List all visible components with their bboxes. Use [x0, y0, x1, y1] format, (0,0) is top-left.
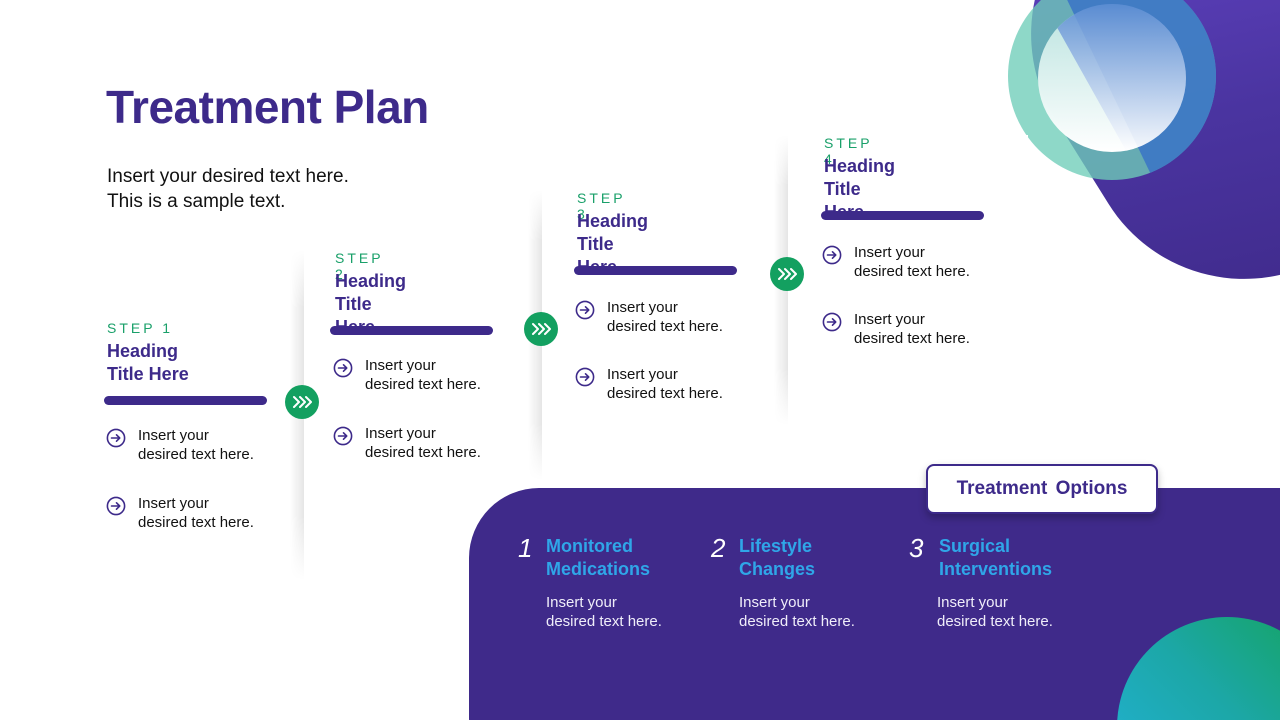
bullet-text: Insert your desired text here. — [607, 365, 723, 403]
bullet-line: desired text here. — [607, 318, 723, 335]
bullet-text: Insert your desired text here. — [138, 426, 254, 464]
bullet-line: desired text here. — [854, 263, 970, 280]
step-label: STEP 3 — [577, 190, 626, 222]
arrow-circle-right-icon — [333, 358, 353, 378]
option-desc-line: Insert your — [546, 594, 617, 611]
step-heading-line: Heading — [335, 271, 407, 291]
bullet-line: Insert your — [607, 299, 678, 316]
option-number: 1 — [518, 533, 533, 563]
bullet-text: Insert your desired text here. — [607, 298, 723, 336]
option-title-line: Monitored — [546, 536, 633, 556]
step-heading-line: Heading — [107, 341, 179, 361]
treatment-options-panel — [469, 488, 1280, 720]
step-heading-line: Heading — [577, 211, 649, 231]
step-bullet: Insert your desired text here. — [106, 494, 254, 532]
step-divider-bar — [821, 211, 984, 220]
option-title-line: Lifestyle — [739, 536, 813, 556]
page-title: Treatment Plan — [106, 81, 429, 133]
option-desc-line: Insert your — [739, 594, 810, 611]
option-desc-line: Insert your — [937, 594, 1008, 611]
bullet-text: Insert your desired text here. — [854, 310, 970, 348]
option-desc-line: desired text here. — [546, 613, 662, 630]
option-title: Monitored Medications — [546, 535, 662, 581]
triple-chevron-right-icon — [524, 312, 558, 346]
bullet-text: Insert your desired text here. — [365, 356, 481, 394]
step-label: STEP 1 — [107, 320, 173, 336]
decorative-gradient-circle — [1117, 617, 1280, 720]
arrow-circle-right-icon — [106, 496, 126, 516]
option-desc-line: desired text here. — [739, 613, 855, 630]
bullet-line: Insert your — [607, 366, 678, 383]
bullet-line: Insert your — [854, 244, 925, 261]
option-title: Surgical Interventions — [939, 535, 1053, 581]
bullet-text: Insert your desired text here. — [365, 424, 481, 462]
step-label: STEP 2 — [335, 250, 384, 282]
step-bullet: Insert your desired text here. — [575, 365, 723, 403]
triple-chevron-right-icon — [770, 257, 804, 291]
arrow-circle-right-icon — [822, 312, 842, 332]
arrow-circle-right-icon — [575, 367, 595, 387]
option-description: Insert your desired text here. — [546, 593, 662, 631]
bullet-line: Insert your — [365, 357, 436, 374]
bullet-line: desired text here. — [138, 446, 254, 463]
arrow-circle-right-icon — [575, 300, 595, 320]
bullet-line: Insert your — [138, 495, 209, 512]
step-bullet: Insert your desired text here. — [333, 424, 481, 462]
option-item-3: 3 Surgical Interventions Insert your des… — [909, 533, 1053, 631]
step-bullet: Insert your desired text here. — [575, 298, 723, 336]
bullet-line: desired text here. — [365, 444, 481, 461]
option-description: Insert your desired text here. — [937, 593, 1053, 631]
subtitle-line: Insert your desired text here. — [107, 166, 349, 187]
bullet-line: desired text here. — [138, 514, 254, 531]
option-desc-line: desired text here. — [937, 613, 1053, 630]
bullet-line: desired text here. — [607, 385, 723, 402]
step-card-4: STEP 4 Heading Title Here Insert your de… — [788, 135, 1028, 425]
option-item-2: 2 Lifestyle Changes Insert your desired … — [711, 533, 855, 631]
step-bullet: Insert your desired text here. — [822, 243, 970, 281]
treatment-options-tab: Treatment Options — [926, 464, 1158, 514]
step-heading: Heading Title Here — [107, 340, 189, 386]
option-title-line: Medications — [546, 559, 651, 579]
step-bullet: Insert your desired text here. — [822, 310, 970, 348]
arrow-circle-right-icon — [333, 426, 353, 446]
bullet-line: desired text here. — [854, 330, 970, 347]
arrow-circle-right-icon — [106, 428, 126, 448]
bullet-line: Insert your — [854, 311, 925, 328]
option-description: Insert your desired text here. — [739, 593, 855, 631]
option-title-line: Changes — [739, 559, 816, 579]
bullet-text: Insert your desired text here. — [854, 243, 970, 281]
option-number: 3 — [909, 533, 924, 563]
option-title-line: Interventions — [939, 559, 1053, 579]
bullet-line: Insert your — [365, 425, 436, 442]
triple-chevron-right-icon — [285, 385, 319, 419]
step-heading-line: Heading — [824, 156, 896, 176]
bullet-line: Insert your — [138, 427, 209, 444]
subtitle: Insert your desired text here. This is a… — [107, 164, 349, 214]
step-heading-line: Title Here — [107, 364, 189, 384]
bullet-text: Insert your desired text here. — [138, 494, 254, 532]
step-bullet: Insert your desired text here. — [333, 356, 481, 394]
subtitle-line: This is a sample text. — [107, 191, 286, 212]
step-label: STEP 4 — [824, 135, 873, 167]
option-title: Lifestyle Changes — [739, 535, 855, 581]
arrow-circle-right-icon — [822, 245, 842, 265]
option-number: 2 — [711, 533, 726, 563]
step-divider-bar — [104, 396, 267, 405]
option-title-line: Surgical — [939, 536, 1011, 556]
step-divider-bar — [330, 326, 493, 335]
step-bullet: Insert your desired text here. — [106, 426, 254, 464]
bullet-line: desired text here. — [365, 376, 481, 393]
option-item-1: 1 Monitored Medications Insert your desi… — [518, 533, 662, 631]
step-card-3: STEP 3 Heading Title Here Insert your de… — [542, 190, 786, 480]
step-divider-bar — [574, 266, 737, 275]
